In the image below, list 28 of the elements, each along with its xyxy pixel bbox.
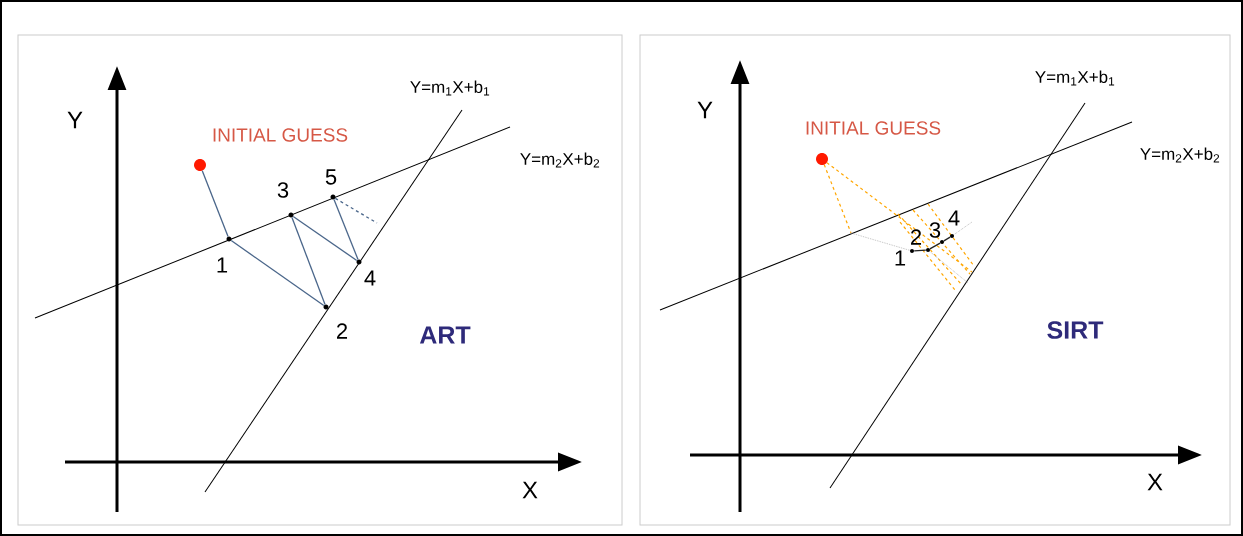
segment	[201, 170, 229, 238]
axis-label: X	[1147, 473, 1163, 491]
point-number: 3	[277, 182, 289, 198]
axis-label: Y	[697, 101, 713, 119]
segment	[292, 215, 358, 262]
method-label: SIRT	[1047, 321, 1104, 339]
point-number: 4	[948, 210, 960, 226]
point-number: 1	[895, 250, 906, 266]
point-label: INITIAL GUESS	[213, 128, 348, 142]
point-number: 5	[325, 169, 337, 185]
axis-label: Y	[67, 111, 83, 129]
point-number: 1	[217, 257, 228, 273]
method-label: ART	[419, 326, 471, 344]
point-number: 3	[929, 222, 941, 238]
segment	[333, 198, 359, 261]
equation-label: Y=m$_{1}$X+b$_{1}$	[410, 80, 490, 96]
segment	[943, 236, 951, 242]
equation-label: Y=m$_{2}$X+b$_{2}$	[1140, 147, 1220, 163]
point-number: 4	[364, 270, 376, 286]
segment	[291, 216, 326, 306]
segment	[929, 242, 941, 250]
equation-label: Y=m$_{1}$X+b$_{1}$	[1035, 70, 1115, 86]
axis-label: X	[522, 481, 538, 499]
point-label: INITIAL GUESS	[806, 121, 941, 135]
segment	[913, 249, 927, 252]
segment	[230, 239, 325, 307]
point-number: 2	[337, 323, 347, 339]
equation-label: Y=m$_{2}$X+b$_{2}$	[520, 152, 600, 168]
